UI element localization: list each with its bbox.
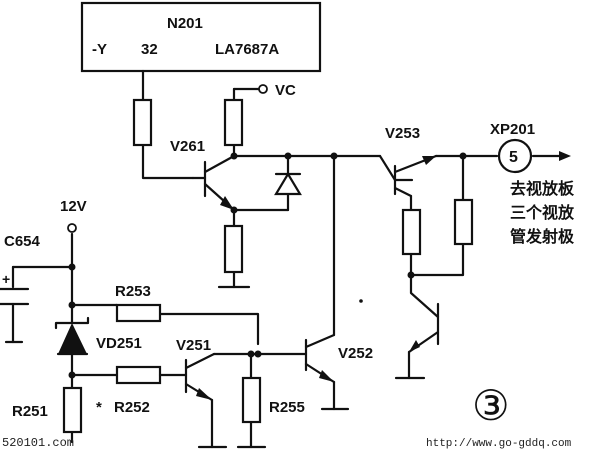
resistor-output-load [453, 198, 474, 246]
capacitor-plus: + [2, 271, 10, 287]
zener-vd251 [58, 323, 87, 354]
v252-label: V252 [338, 345, 373, 362]
ic-n201-box [80, 1, 322, 73]
diode-v261-ce [274, 171, 302, 196]
r252-star: * [96, 399, 102, 416]
left-supply-wiring [0, 232, 260, 444]
node-vd251-bottom [68, 371, 76, 379]
connector-pin-number: 5 [509, 149, 518, 166]
ic-pin-number: 32 [141, 41, 158, 58]
r251-label: R251 [12, 403, 48, 420]
v252-emitter-arrow [319, 370, 334, 382]
terminal-12v [67, 223, 77, 233]
node-r253-end [254, 350, 262, 358]
v261-stage-wiring [141, 69, 382, 289]
resistor-v261-collector [223, 98, 244, 147]
output-arrow [559, 151, 571, 161]
resistor-r255 [241, 376, 262, 424]
v253-emitter-arrow [422, 156, 436, 165]
node-v251-collector [247, 350, 255, 358]
terminal-vc [258, 84, 268, 94]
v251-label: V251 [176, 337, 211, 354]
zener-vd251-bar [54, 316, 90, 330]
node-vd251-top [68, 301, 76, 309]
vd251-label: VD251 [96, 335, 142, 352]
resistor-v261-base [132, 98, 153, 147]
v253-label: V253 [385, 125, 420, 142]
node-diode-top [284, 152, 292, 160]
resistor-v253-emitter [401, 208, 422, 256]
v261-label: V261 [170, 138, 205, 155]
supply-vc-label: VC [275, 82, 296, 99]
resistor-v261-emitter [223, 224, 244, 274]
supply-12v-label: 12V [60, 198, 87, 215]
watermark-right: http://www.go-gddq.com [426, 438, 572, 450]
resistor-r251 [62, 386, 83, 434]
watermark-left: 520101.com [2, 436, 74, 450]
r253-label: R253 [115, 283, 151, 300]
figure-number: ③ [472, 381, 510, 430]
r252-label: R252 [114, 399, 150, 416]
destination-line-2: 三个视放 [510, 203, 575, 222]
node-v261-collector [230, 152, 238, 160]
c654-label: C654 [4, 233, 41, 250]
ic-pin-label: -Y [92, 41, 107, 58]
destination-line-3: 管发射极 [510, 227, 575, 246]
node-v253-bottom [407, 271, 415, 279]
v261-emitter-arrow [220, 196, 234, 210]
stray-dot [359, 299, 363, 303]
v251-emitter-arrow [196, 388, 212, 400]
connector-xp201-label: XP201 [490, 121, 535, 138]
node-output [459, 152, 467, 160]
node-v261-emitter [230, 206, 238, 214]
destination-line-1: 去视放板 [510, 179, 575, 198]
ic-part-number: LA7687A [215, 41, 279, 58]
lower-transistor-arrow [409, 340, 420, 352]
resistor-r252 [115, 365, 162, 385]
node-12v-c654 [68, 263, 76, 271]
resistor-r253 [115, 303, 162, 323]
ic-n201-name: N201 [167, 15, 203, 32]
connector-xp201 [497, 138, 533, 174]
r255-label: R255 [269, 399, 305, 416]
